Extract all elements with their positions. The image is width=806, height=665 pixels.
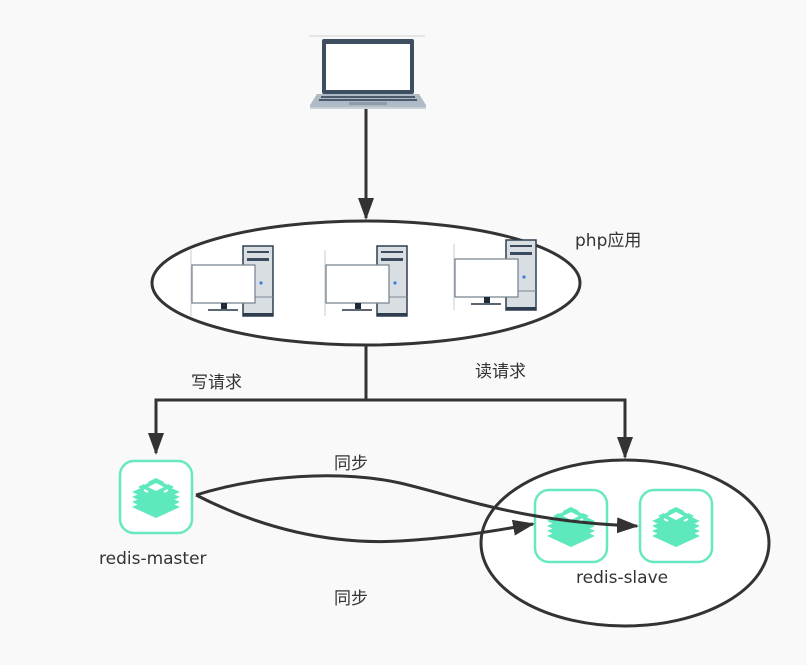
- sync-top-label: 同步: [334, 454, 368, 474]
- write-request-label: 写请求: [191, 373, 242, 393]
- read-request-label: 读请求: [475, 362, 526, 382]
- laptop-icon: [309, 35, 426, 109]
- sync-bottom-label: 同步: [334, 589, 368, 609]
- read-request-edge: [366, 398, 633, 459]
- redis-master-label: redis-master: [99, 549, 207, 569]
- redis-master-icon: [118, 459, 194, 535]
- redis-slave-icon: [638, 488, 714, 564]
- redis-slave-cluster: [479, 458, 771, 628]
- sync-edge-bottom: [195, 493, 535, 544]
- write-request-edge: [148, 398, 366, 455]
- redis-slave-label: redis-slave: [576, 568, 669, 588]
- redis-slave-icon: [533, 488, 609, 564]
- sync-edge-top: [195, 474, 639, 534]
- php-app-label: php应用: [575, 231, 642, 251]
